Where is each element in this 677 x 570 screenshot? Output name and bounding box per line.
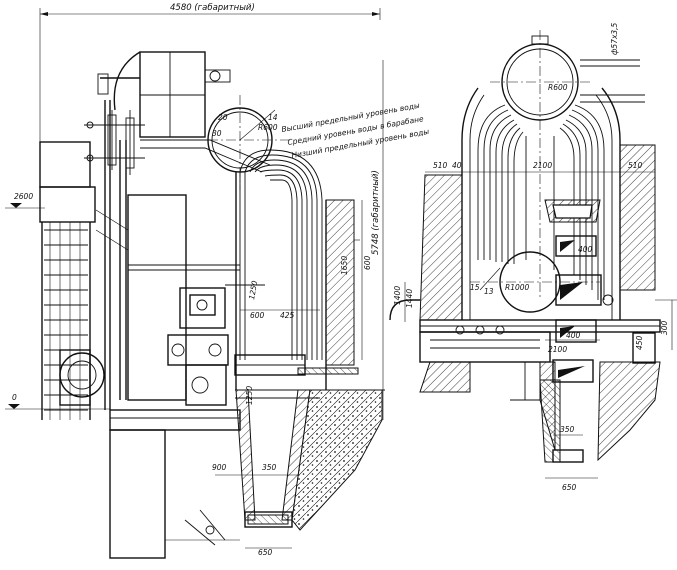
- floor-platform: [109, 409, 241, 559]
- upper-drum-right: R600 ф57х3,5: [490, 22, 645, 300]
- screen-tubes-left: [235, 149, 327, 390]
- dim-400-a-label: 400: [578, 245, 593, 254]
- furnace-openings: 400 400: [544, 199, 602, 383]
- grate-band-left: [297, 367, 359, 375]
- dim-40-label: 40: [452, 161, 462, 170]
- ash-hopper-right: 350 650 450: [419, 332, 661, 492]
- side-elevation-view: 4580 (габаритный) 5748 (габаритный) 2600…: [5, 3, 430, 559]
- dim-overall-width: 4580 (габаритный): [170, 3, 255, 13]
- front-section-view: R600 ф57х3,5: [389, 22, 677, 492]
- angle-15-label: 15: [470, 283, 480, 292]
- dim-450-label: 450: [635, 335, 644, 350]
- dim-350-right-label: 350: [560, 425, 575, 434]
- pipe-label: ф57х3,5: [610, 22, 619, 55]
- dim-350-left-label: 350: [262, 463, 277, 472]
- ash-hopper-left: 900 350 650: [212, 389, 385, 557]
- dim-600-v-label: 600: [363, 255, 372, 270]
- dim-1650-label: 1650: [340, 256, 349, 275]
- upper-drum-left: [97, 51, 231, 138]
- dim-300-label: 300: [660, 320, 669, 335]
- level-2600-label: 2600: [14, 192, 33, 201]
- drum-top-radius-label: R600: [548, 83, 568, 92]
- dim-2100-mid-label: 2100: [548, 345, 567, 354]
- angle-30-label: 30: [212, 129, 222, 138]
- dim-1400-label: 1400: [393, 286, 402, 305]
- angle-20-label: 20: [218, 113, 228, 122]
- angle-14-label: 14: [268, 113, 278, 122]
- dim-650-left-label: 650: [258, 548, 273, 557]
- dim-600-label: 600: [250, 311, 265, 320]
- casing-right: [461, 87, 621, 320]
- dim-2100-top-label: 2100: [533, 161, 552, 170]
- dim-400-b-label: 400: [566, 331, 581, 340]
- lower-drum-radius-label: R1000: [505, 283, 530, 292]
- dim-510-left-label: 510: [433, 161, 448, 170]
- ladder: [41, 222, 105, 420]
- water-level-annotations: Высший предельный уровень воды Средний у…: [281, 101, 430, 160]
- burner-assembly: 1250 600 425 1250: [167, 280, 320, 406]
- angle-13-label: 13: [484, 287, 494, 296]
- dim-1250b-label: 1250: [245, 386, 254, 405]
- drum-radius-label: R600: [258, 123, 278, 132]
- dim-425-label: 425: [280, 311, 295, 320]
- dim-1250-label: 1250: [247, 280, 259, 301]
- brick-wall-left: 1650: [325, 199, 363, 366]
- dim-900-label: 900: [212, 463, 227, 472]
- dim-1440-label: 1440: [405, 289, 414, 308]
- lower-drum-right: R1000 15 13: [470, 251, 614, 313]
- dim-overall-height: 5748 (габаритный): [371, 170, 381, 255]
- level-0-label: 0: [12, 393, 17, 402]
- grate-right: 2100 300 1400 1440: [389, 282, 677, 363]
- dim-510-right-label: 510: [628, 161, 643, 170]
- brick-lining-right: 510 40 2100 510: [419, 144, 656, 321]
- screen-tubes-right: [477, 104, 605, 300]
- dim-650-right-label: 650: [562, 483, 577, 492]
